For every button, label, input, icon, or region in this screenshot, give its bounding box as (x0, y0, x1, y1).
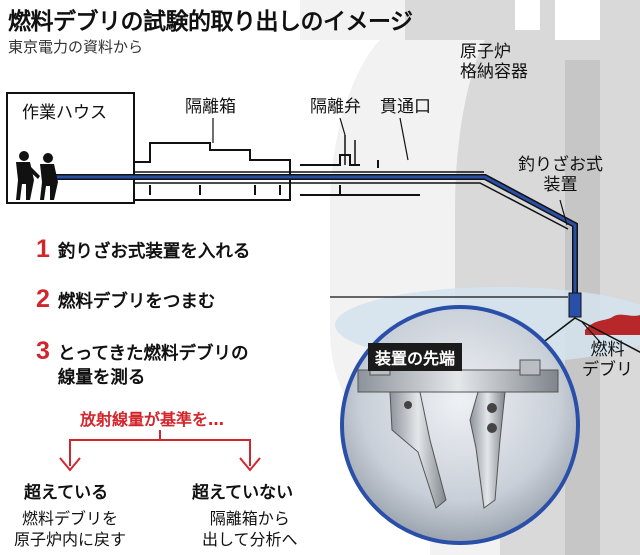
label-debris-line1: 燃料 (590, 340, 625, 360)
work-house (6, 92, 135, 204)
source-caption: 東京電力の資料から (8, 38, 144, 56)
label-isolation-valve: 隔離弁 (310, 97, 361, 117)
step-1-number: 1 (36, 235, 50, 263)
step-1: 1 釣りざお式装置を入れる (36, 235, 250, 264)
label-device-line2: 装置 (543, 175, 578, 195)
outcome-2-heading: 超えていない (192, 483, 294, 503)
outcome-2-line1: 隔離箱から (209, 509, 290, 528)
label-penetration: 貫通口 (380, 97, 431, 117)
page-title: 燃料デブリの試験的取り出しのイメージ (8, 9, 413, 35)
inset-label: 装置の先端 (368, 343, 463, 371)
step-1-text: 釣りざお式装置を入れる (57, 242, 251, 262)
device-tip-marker (568, 292, 582, 318)
outcome-1-line1: 燃料デブリを (22, 509, 119, 528)
label-debris: 燃料 デブリ (582, 340, 633, 380)
label-containment-line2: 格納容器 (460, 62, 528, 82)
step-3-text-line1: とってきた燃料デブリの (57, 344, 249, 364)
outcome-1-text: 燃料デブリを 原子炉内に戻す (14, 508, 126, 550)
label-debris-line2: デブリ (582, 360, 633, 380)
outcome-2-line2: 出して分析へ (202, 530, 298, 549)
step-2-number: 2 (36, 285, 50, 313)
decision-arrows (59, 430, 261, 472)
label-containment-line1: 原子炉 (460, 42, 511, 62)
label-work-house: 作業ハウス (22, 103, 107, 123)
step-2-text: 燃料デブリをつまむ (57, 292, 216, 312)
step-3-text: とってきた燃料デブリの 線量を測る (58, 342, 249, 390)
label-device-line1: 釣りざお式 (518, 155, 603, 175)
step-3: 3 とってきた燃料デブリの 線量を測る (36, 337, 248, 390)
label-device: 釣りざお式 装置 (518, 155, 603, 195)
label-containment: 原子炉 格納容器 (460, 42, 528, 82)
deployment-rail (50, 171, 578, 302)
step-3-number: 3 (36, 337, 50, 365)
outcome-1-line2: 原子炉内に戻す (14, 530, 127, 549)
workers-icon (16, 151, 58, 200)
outcome-1-heading: 超えている (24, 483, 109, 503)
step-3-text-line2: 線量を測る (57, 368, 146, 388)
outcome-2-text: 隔離箱から 出して分析へ (202, 508, 298, 550)
step-2: 2 燃料デブリをつまむ (36, 285, 215, 314)
criterion-text: 放射線量が基準を… (80, 410, 225, 429)
label-isolation-box: 隔離箱 (185, 97, 236, 117)
